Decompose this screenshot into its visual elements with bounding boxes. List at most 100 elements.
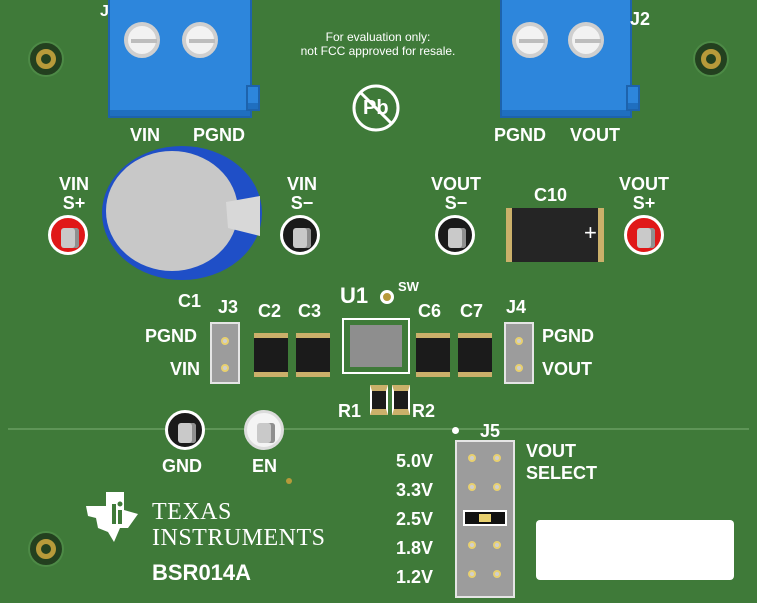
c7-label: C7 bbox=[460, 301, 484, 321]
terminal-screw-vin bbox=[124, 22, 160, 58]
vout-option-label: 3.3V bbox=[396, 480, 434, 500]
ti-logo-line2: INSTRUMENTS bbox=[152, 525, 326, 551]
header-j4 bbox=[504, 322, 534, 384]
vout-sense-minus-line2: S− bbox=[444, 193, 468, 213]
gnd-label: GND bbox=[162, 456, 202, 476]
board-name: BSR014A bbox=[152, 560, 252, 585]
vout-select-line2: SELECT bbox=[526, 463, 598, 483]
fcc-notice-line2: not FCC approved for resale. bbox=[300, 44, 456, 58]
terminal-screw-pgnd-out bbox=[512, 22, 548, 58]
j1-vin-label: VIN bbox=[130, 125, 161, 145]
header-j4-pin-pgnd[interactable] bbox=[515, 337, 523, 345]
vout-sense-minus-line1: VOUT bbox=[430, 174, 481, 194]
sw-test-pad[interactable] bbox=[380, 290, 394, 304]
terminal-block-j2-tab bbox=[626, 85, 640, 111]
vout-sense-plus-line1: VOUT bbox=[618, 174, 669, 194]
vout-select-title: VOUT SELECT bbox=[526, 440, 597, 484]
header-j5-pin[interactable] bbox=[493, 570, 501, 578]
terminal-screw-vout bbox=[568, 22, 604, 58]
terminal-block-j1 bbox=[108, 0, 252, 118]
pb-free-icon: Pb bbox=[346, 82, 406, 134]
c10-label: C10 bbox=[534, 185, 568, 205]
header-j3 bbox=[210, 322, 240, 384]
capacitor-c2 bbox=[254, 333, 288, 377]
capacitor-c10: + bbox=[506, 208, 604, 262]
header-j5 bbox=[455, 440, 515, 598]
header-j5-pin[interactable] bbox=[468, 454, 476, 462]
vout-option-label: 5.0V bbox=[396, 451, 434, 471]
j2-vout-label: VOUT bbox=[570, 125, 621, 145]
header-j5-pin[interactable] bbox=[468, 570, 476, 578]
c10-polarity-mark: + bbox=[584, 220, 597, 245]
vout-sense-plus-label: VOUT S+ bbox=[614, 175, 674, 213]
header-j5-pin[interactable] bbox=[468, 483, 476, 491]
j4-label: J4 bbox=[506, 297, 527, 317]
j3-pgnd-label: PGND bbox=[145, 326, 198, 346]
vout-option-label: 1.8V bbox=[396, 538, 434, 558]
resistor-r1 bbox=[370, 385, 388, 415]
header-j3-pin-pgnd[interactable] bbox=[221, 337, 229, 345]
c3-label: C3 bbox=[298, 301, 322, 321]
r2-label: R2 bbox=[412, 401, 436, 421]
terminal-screw-pgnd-in bbox=[182, 22, 218, 58]
header-j5-pin[interactable] bbox=[493, 483, 501, 491]
jumper-shunt[interactable] bbox=[463, 510, 507, 526]
via bbox=[286, 478, 292, 484]
test-point-en[interactable] bbox=[244, 410, 284, 450]
header-j5-pin[interactable] bbox=[468, 541, 476, 549]
terminal-block-j2 bbox=[500, 0, 632, 118]
test-point-vout-sense-plus[interactable] bbox=[624, 215, 664, 255]
test-point-gnd[interactable] bbox=[165, 410, 205, 450]
c6-label: C6 bbox=[418, 301, 442, 321]
blank-label-area bbox=[536, 520, 734, 580]
fcc-notice: For evaluation only: not FCC approved fo… bbox=[262, 30, 494, 58]
vout-sense-plus-line2: S+ bbox=[632, 193, 656, 213]
header-j5-pin[interactable] bbox=[493, 541, 501, 549]
test-point-vin-sense-plus[interactable] bbox=[48, 215, 88, 255]
vin-sense-plus-line1: VIN bbox=[58, 174, 89, 194]
c1-label: C1 bbox=[178, 291, 202, 311]
j5-label: J5 bbox=[480, 421, 501, 441]
capacitor-c3 bbox=[296, 333, 330, 377]
j4-pgnd-label: PGND bbox=[542, 326, 595, 346]
capacitor-c6 bbox=[416, 333, 450, 377]
header-j5-pin[interactable] bbox=[493, 454, 501, 462]
ic-u1-body bbox=[350, 325, 402, 367]
j1-pgnd-label: PGND bbox=[193, 125, 246, 145]
j1-label: J bbox=[100, 3, 109, 20]
mounting-hole-bottom-left bbox=[30, 533, 62, 565]
u1-label: U1 bbox=[340, 283, 369, 308]
vin-sense-minus-label: VIN S− bbox=[280, 175, 324, 213]
vin-sense-minus-line1: VIN bbox=[286, 174, 317, 194]
vin-sense-minus-line2: S− bbox=[290, 193, 314, 213]
resistor-r2 bbox=[392, 385, 410, 415]
terminal-block-j1-tab bbox=[246, 85, 260, 111]
vout-select-line1: VOUT bbox=[526, 441, 577, 461]
fcc-notice-line1: For evaluation only: bbox=[325, 30, 431, 44]
header-j3-pin-vin[interactable] bbox=[221, 364, 229, 372]
j3-label: J3 bbox=[218, 297, 239, 317]
mounting-hole-top-left bbox=[30, 43, 62, 75]
test-point-vout-sense-minus[interactable] bbox=[435, 215, 475, 255]
vin-sense-plus-line2: S+ bbox=[62, 193, 86, 213]
j2-pgnd-label: PGND bbox=[494, 125, 547, 145]
j4-vout-label: VOUT bbox=[542, 359, 593, 379]
vout-option-label: 1.2V bbox=[396, 567, 434, 587]
capacitor-c7 bbox=[458, 333, 492, 377]
j2-label: J2 bbox=[630, 9, 651, 29]
en-label: EN bbox=[252, 456, 278, 476]
sw-label: SW bbox=[398, 279, 419, 294]
ic-u1 bbox=[342, 318, 410, 374]
vout-sense-minus-label: VOUT S− bbox=[426, 175, 486, 213]
board-divider bbox=[8, 428, 749, 430]
ti-logo-line1: TEXAS bbox=[152, 499, 232, 525]
c2-label: C2 bbox=[258, 301, 282, 321]
vout-option-label: 2.5V bbox=[396, 509, 434, 529]
header-j4-pin-vout[interactable] bbox=[515, 364, 523, 372]
capacitor-c1 bbox=[100, 144, 266, 282]
vin-sense-plus-label: VIN S+ bbox=[52, 175, 96, 213]
r1-label: R1 bbox=[338, 401, 362, 421]
mounting-hole-top-right bbox=[695, 43, 727, 75]
test-point-vin-sense-minus[interactable] bbox=[280, 215, 320, 255]
